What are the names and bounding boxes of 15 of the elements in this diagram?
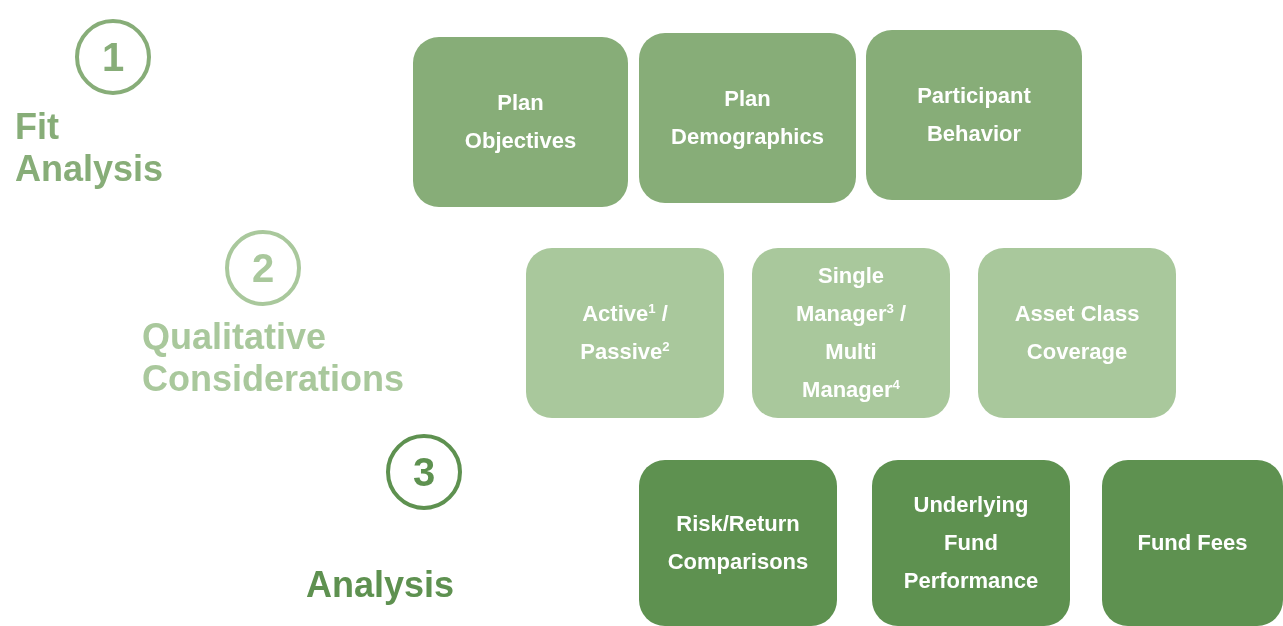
category-box: Active$^{1}$ / Passive$^{2}$	[526, 248, 724, 418]
category-box: Underlying Fund Performance	[872, 460, 1070, 626]
step-number: 1	[75, 19, 151, 95]
step-heading: Qualitative Considerations	[142, 316, 406, 400]
category-box: Participant Behavior	[866, 30, 1082, 200]
step-heading: Fit Analysis	[15, 106, 165, 190]
step-heading: Analysis	[306, 564, 456, 606]
category-box: Plan Objectives	[413, 37, 628, 207]
category-box: Fund Fees	[1102, 460, 1283, 626]
category-box: Asset Class Coverage	[978, 248, 1176, 418]
category-box: Risk/Return Comparisons	[639, 460, 837, 626]
category-box: Plan Demographics	[639, 33, 856, 203]
step-number: 3	[386, 434, 462, 510]
category-box: Single Manager$^{3}$ / Multi Manager$^{4}$	[752, 248, 950, 418]
step-number: 2	[225, 230, 301, 306]
